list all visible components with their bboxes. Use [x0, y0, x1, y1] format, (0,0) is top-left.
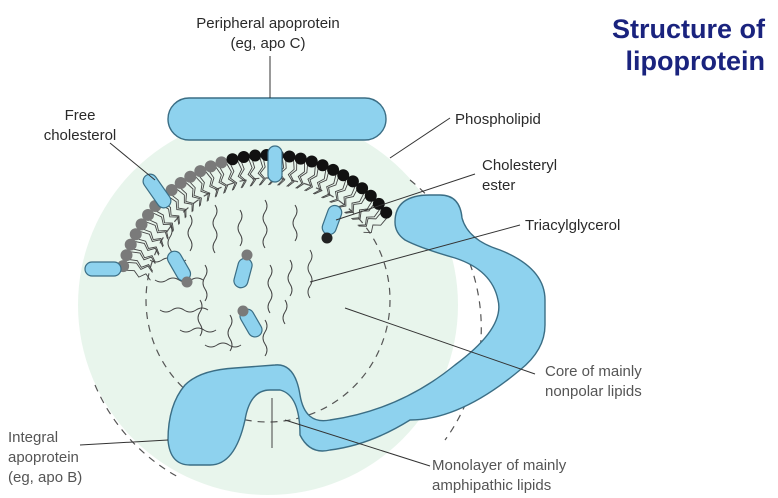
phospholipid-head — [327, 164, 339, 176]
label-cholesteryl-ester-1: Cholesteryl — [482, 157, 557, 174]
phospholipid-head — [283, 151, 295, 163]
label-free-cholesterol-2: cholesterol — [44, 127, 117, 144]
label-triacylglycerol: Triacylglycerol — [525, 217, 620, 234]
diagram-title-line1: Structure of — [612, 14, 766, 44]
label-free-cholesterol-1: Free — [65, 107, 96, 124]
label-peripheral-apoprotein-1: Peripheral apoprotein — [196, 15, 339, 32]
phospholipid-head — [227, 153, 239, 165]
phospholipid-head — [120, 249, 132, 261]
phospholipid-head — [380, 207, 392, 219]
label-core-2: nonpolar lipids — [545, 383, 642, 400]
label-integral-apoprotein-2: apoprotein — [8, 449, 79, 466]
label-monolayer-2: amphipathic lipids — [432, 477, 551, 494]
phospholipid-head — [194, 165, 206, 177]
label-monolayer-1: Monolayer of mainly — [432, 457, 567, 474]
phospholipid-head — [238, 151, 250, 163]
phospholipid-head — [205, 160, 217, 172]
label-peripheral-apoprotein-2: (eg, apo C) — [230, 35, 305, 52]
label-core-1: Core of mainly — [545, 363, 642, 380]
peripheral-apoprotein-shape — [168, 98, 386, 140]
label-integral-apoprotein-1: Integral — [8, 429, 58, 446]
phospholipid-head — [317, 159, 329, 171]
label-cholesteryl-ester-2: ester — [482, 177, 515, 194]
phospholipid-head — [249, 150, 261, 162]
phospholipid-head — [306, 156, 318, 168]
label-phospholipid: Phospholipid — [455, 111, 541, 128]
label-integral-apoprotein-3: (eg, apo B) — [8, 469, 82, 486]
diagram-title-line2: lipoprotein — [626, 46, 765, 76]
phospholipid-head — [295, 153, 307, 165]
phospholipid-head — [125, 239, 137, 251]
phospholipid-head — [215, 156, 227, 168]
